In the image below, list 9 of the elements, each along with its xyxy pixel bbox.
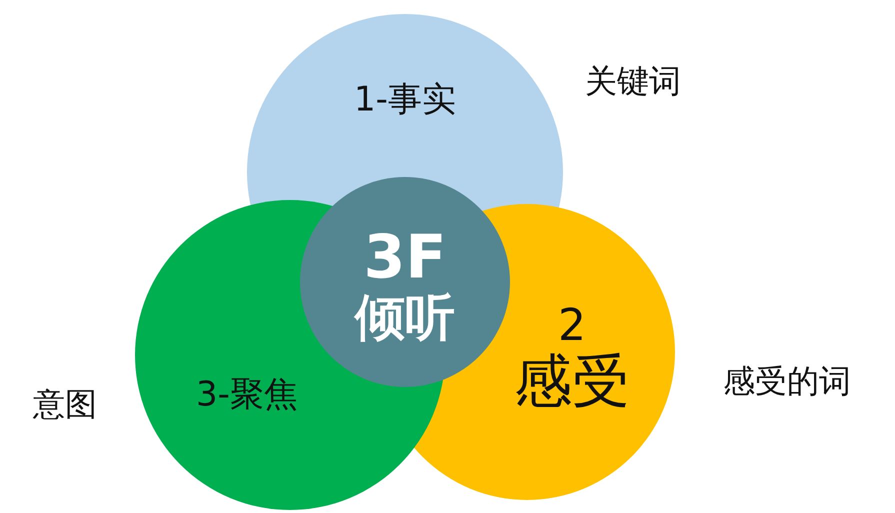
circle-label: 2 xyxy=(558,302,586,350)
circle-label: 3-聚焦 xyxy=(196,376,298,414)
circle-label: 1-事实 xyxy=(354,81,456,119)
circle-label: 3F xyxy=(364,224,446,290)
side-label: 关键词 xyxy=(585,61,681,102)
circle-label: 感受 xyxy=(514,350,630,414)
side-label: 感受的词 xyxy=(723,361,851,402)
circle-label: 倾听 xyxy=(355,290,455,346)
side-label: 意图 xyxy=(33,384,97,425)
